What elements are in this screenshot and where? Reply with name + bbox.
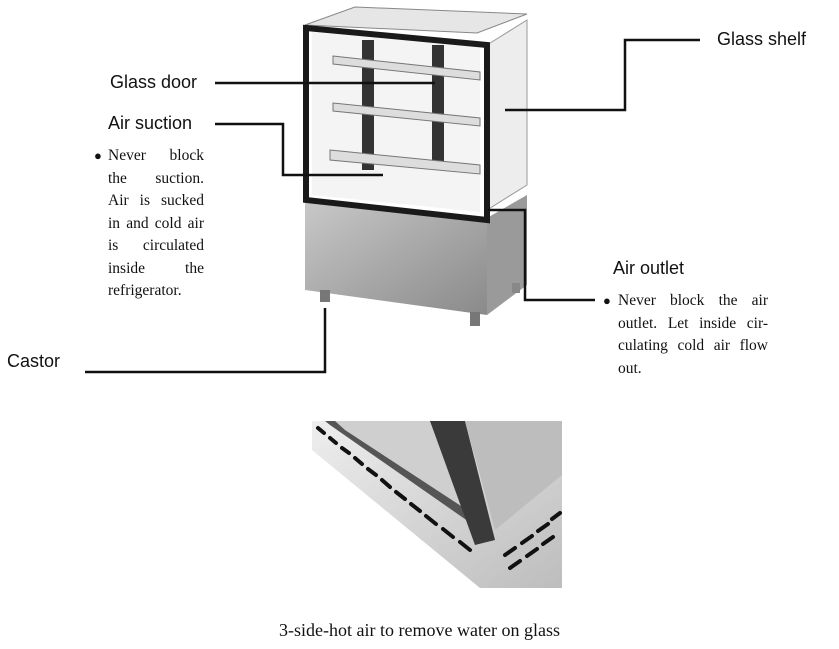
outlet-note: ● Never block the air outlet. Let inside…: [603, 290, 768, 380]
note-line: the suction.: [108, 169, 204, 187]
bullet-icon: ●: [603, 293, 611, 308]
refrigerator-cabinet-image: [303, 6, 528, 326]
closeup-caption: 3-side-hot air to remove water on glass: [279, 620, 560, 640]
castor-leader: [85, 308, 327, 374]
glass-door-label: Glass door: [110, 72, 198, 92]
air-outlet-label: Air outlet: [613, 258, 685, 278]
note-line: is circulated: [108, 237, 204, 254]
note-line: Air is sucked: [108, 192, 204, 209]
leader-lines: [85, 38, 700, 374]
note-line: Never block: [108, 147, 204, 164]
note-line: Never block the air: [618, 292, 768, 309]
note-line: refrigerator.: [108, 282, 182, 299]
air-suction-leader: [215, 122, 383, 177]
glass-shelf-leader: [505, 38, 700, 112]
bullet-icon: ●: [94, 148, 102, 163]
air-suction-label: Air suction: [108, 113, 193, 133]
glass-shelf-label: Glass shelf: [717, 29, 807, 49]
note-line: inside the: [108, 259, 204, 277]
castor-label: Castor: [7, 351, 61, 371]
note-line: out.: [618, 359, 642, 377]
suction-note: ● Never block the suction. Air is sucked…: [94, 145, 204, 303]
note-line: in and cold air: [108, 214, 204, 232]
air-outlet-leader: [488, 208, 595, 302]
vent-closeup-image: [310, 420, 562, 588]
note-line: outlet. Let inside cir-: [618, 314, 768, 332]
note-line: culating cold air flow: [618, 337, 768, 354]
